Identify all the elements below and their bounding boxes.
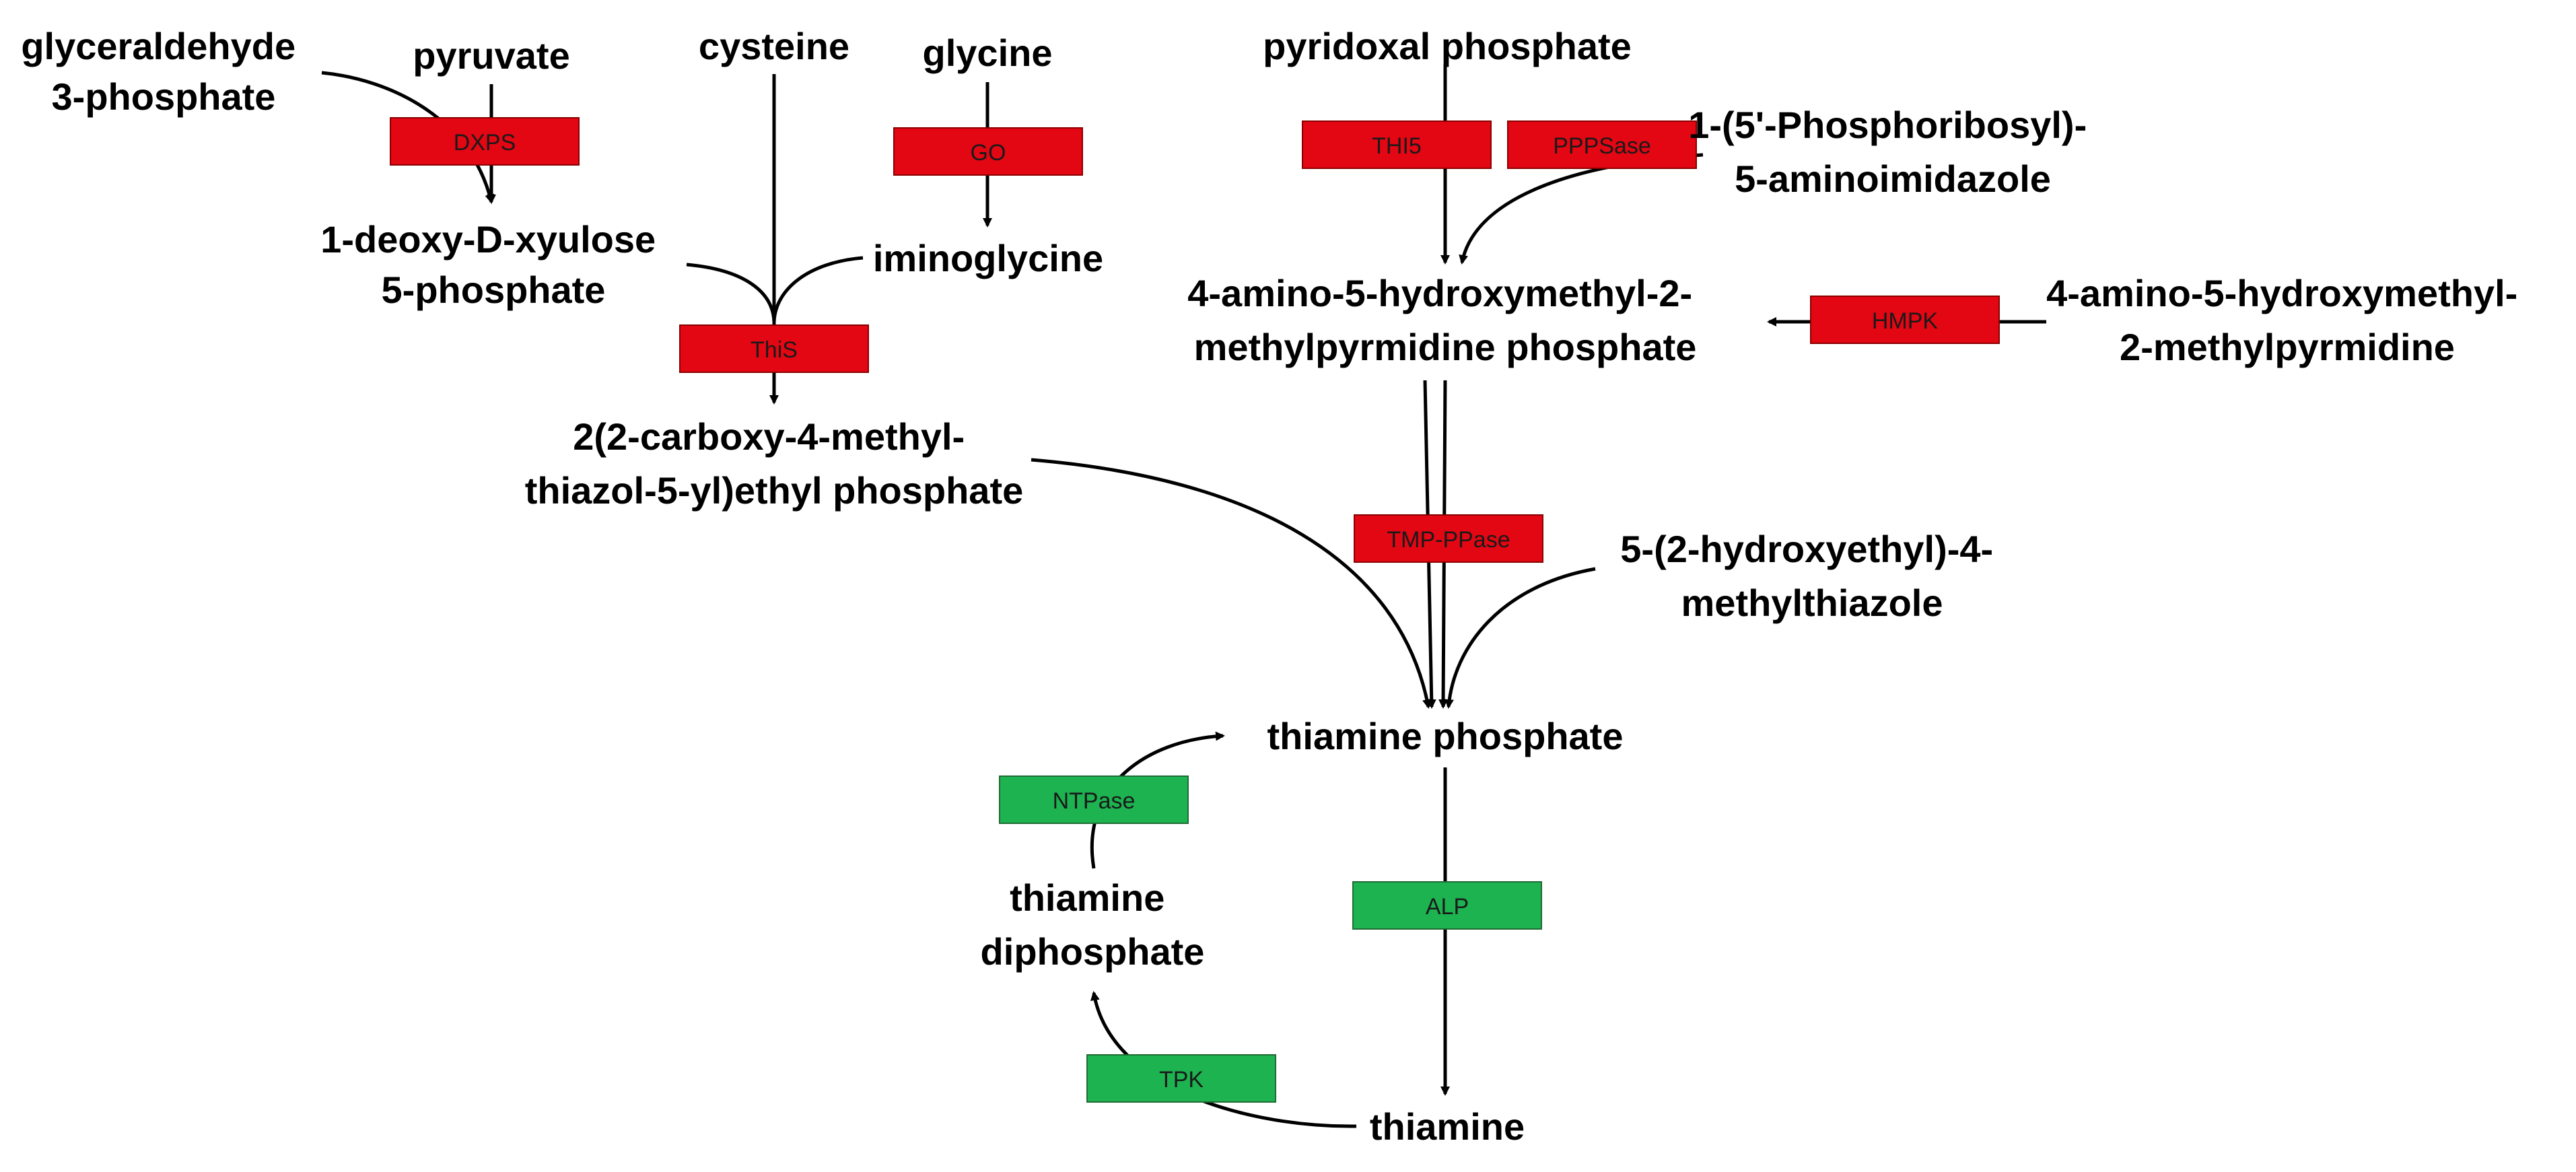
edge-tpp-to-thiamine-phosphate (1090, 731, 1225, 869)
metabolite-pyruvate: pyruvate (413, 34, 569, 77)
enzyme-tpk: TPK (1086, 1054, 1276, 1103)
enzyme-go: GO (893, 127, 1083, 176)
edge-dxp-merge (686, 263, 776, 322)
reaction-edges (321, 64, 2046, 1128)
enzyme-ntpase: NTPase (999, 775, 1189, 824)
enzyme-this: ThiS (679, 324, 869, 373)
metabolite-deoxy-xylulose-5-phosphate: 1-deoxy-D-xyulose 5-phosphate (320, 218, 666, 311)
enzyme-pppsase-label: PPPSase (1553, 133, 1651, 159)
enzyme-dxps: DXPS (390, 117, 580, 166)
enzyme-tpk-box (1086, 1054, 1276, 1103)
metabolite-thiamine: thiamine (1370, 1105, 1525, 1148)
edge-het-to-thiamine-phosphate (1444, 567, 1596, 709)
metabolite-iminoglycine: iminoglycine (873, 237, 1103, 279)
metabolite-glycine: glycine (923, 32, 1053, 74)
enzyme-pppsase: PPPSase (1507, 120, 1697, 169)
enzyme-go-label: GO (971, 140, 1006, 166)
edge-glyceraldehyde-to-dxp (321, 71, 495, 204)
enzyme-pppsase-box (1507, 120, 1697, 169)
metabolite-phosphoribosyl-aminoimidazole: 1-(5'-Phosphoribosyl)- 5-aminoimidazole (1688, 104, 2097, 200)
enzyme-dxps-box (390, 117, 580, 166)
metabolite-hmp-phosphate: 4-amino-5-hydroxymethyl-2- methylpyrmidi… (1187, 272, 1703, 368)
edge-air-to-hmpp (1459, 153, 1704, 265)
enzyme-tmp-ppase-box (1354, 514, 1543, 563)
metabolite-hmp: 4-amino-5-hydroxymethyl- 2-methylpyrmidi… (2046, 272, 2528, 368)
enzyme-hmpk-label: HMPK (1872, 308, 1939, 334)
enzyme-thi5: THI5 (1302, 120, 1492, 169)
enzyme-hmpk-box (1810, 296, 2000, 344)
enzyme-go-box (893, 127, 1083, 176)
enzyme-this-label: ThiS (751, 337, 798, 363)
enzyme-hmpk: HMPK (1810, 296, 2000, 344)
enzyme-thi5-label: THI5 (1372, 133, 1422, 159)
metabolite-pyridoxal-phosphate: pyridoxal phosphate (1263, 25, 1632, 67)
enzyme-tmp-ppase: TMP-PPase (1354, 514, 1543, 563)
metabolite-thiamine-diphosphate: thiamine diphosphate (981, 876, 1205, 973)
edge-iminoglycine-merge (772, 256, 864, 322)
metabolite-carboxy-methylthiazolyl-ethyl-phosphate: 2(2-carboxy-4-methyl- thiazol-5-yl)ethyl… (525, 415, 1024, 512)
enzyme-alp-box (1352, 881, 1542, 930)
enzyme-this-box (679, 324, 869, 373)
metabolite-thiamine-phosphate: thiamine phosphate (1267, 715, 1624, 757)
enzyme-tpk-label: TPK (1159, 1067, 1204, 1093)
enzyme-alp-label: ALP (1426, 894, 1469, 920)
metabolite-labels: glyceraldehyde 3-phosphate pyruvate cyst… (21, 25, 2528, 1148)
enzyme-ntpase-box (999, 775, 1189, 824)
enzyme-thi5-box (1302, 120, 1492, 169)
metabolite-hydroxyethyl-methylthiazole: 5-(2-hydroxyethyl)-4- methylthiazole (1620, 528, 2003, 624)
enzyme-ntpase-label: NTPase (1053, 788, 1136, 814)
enzyme-boxes: DXPS GO ThiS THI5 PPPSase HMPK TMP-PPase (390, 117, 2000, 1103)
enzyme-tmp-ppase-label: TMP-PPase (1387, 527, 1510, 553)
enzyme-alp: ALP (1352, 881, 1542, 930)
edge-thiazole-phosphate-to-thiamine-phosphate (1031, 458, 1432, 709)
enzyme-dxps-label: DXPS (454, 130, 516, 156)
metabolite-cysteine: cysteine (699, 25, 849, 67)
metabolite-glyceraldehyde-3-phosphate: glyceraldehyde 3-phosphate (21, 25, 306, 118)
